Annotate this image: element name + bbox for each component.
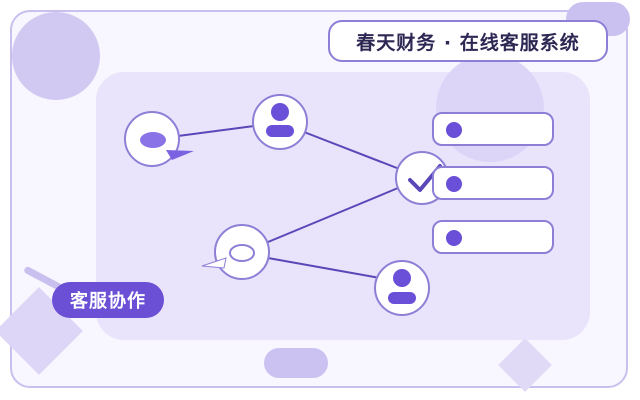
decor-circle [12,12,100,100]
page-title: 春天财务 · 在线客服系统 [328,20,608,62]
list-item [432,166,554,200]
user-icon [252,94,308,150]
list-item [432,220,554,254]
list-item [432,112,554,146]
collaboration-badge: 客服协作 [52,282,164,318]
bullet-dot-icon [446,230,462,246]
bullet-dot-icon [446,176,462,192]
chat-bubble-icon [201,224,270,280]
user-icon [374,260,430,316]
connector-lines [177,125,403,279]
decor-bottom-pill [264,348,328,378]
bullet-dot-icon [446,122,462,138]
chat-bubble-icon [124,111,194,167]
